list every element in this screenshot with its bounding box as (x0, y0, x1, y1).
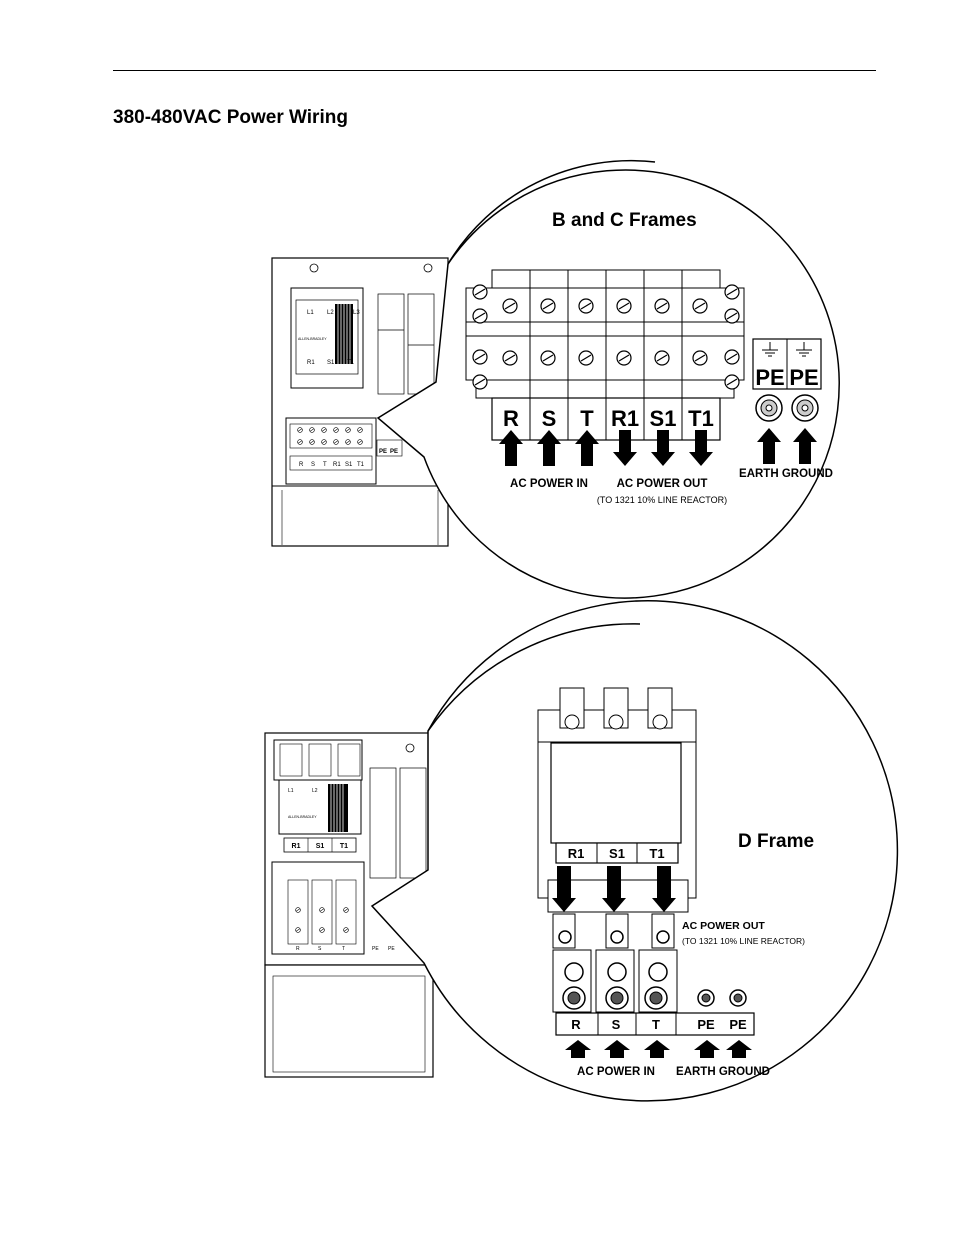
thumb-label: PE (379, 449, 387, 455)
earth-ground-label: EARTH GROUND (676, 1066, 770, 1078)
terminal-r-label: R (571, 1017, 581, 1032)
bc-pe-block: PE PE (752, 338, 822, 422)
terminal-s1-label: S1 (650, 406, 677, 431)
bc-frame-title: B and C Frames (552, 210, 697, 231)
terminal-r1-label: R1 (568, 846, 585, 861)
terminal-t-label: T (580, 406, 594, 431)
thumb-label: S1 (327, 360, 335, 366)
arrow-down-icon (613, 430, 637, 466)
thumb-label: L3 (353, 310, 360, 316)
thumb-brand: ALLEN-BRADLEY (298, 337, 327, 341)
thumb-label: T1 (340, 843, 348, 850)
arrow-down-icon (552, 866, 576, 912)
pe-label: PE (729, 1017, 747, 1032)
ac-power-out-label: AC POWER OUT (682, 920, 765, 932)
pe-label: PE (755, 365, 784, 390)
arrow-down-icon (689, 430, 713, 466)
ac-power-out-note: (TO 1321 10% LINE REACTOR) (682, 936, 805, 946)
thumb-label: S (311, 462, 315, 468)
ac-power-out-label: AC POWER OUT (617, 478, 708, 490)
ac-power-in-label: AC POWER IN (577, 1066, 655, 1078)
arrow-up-icon (565, 1040, 591, 1058)
thumb-label: R1 (292, 843, 301, 850)
terminal-r1-label: R1 (611, 406, 639, 431)
ac-power-out-note: (TO 1321 10% LINE REACTOR) (597, 495, 727, 505)
thumb-label: R (299, 462, 304, 468)
ground-icon (762, 342, 778, 357)
thumb-label: S1 (345, 462, 353, 468)
arrow-up-icon (694, 1040, 720, 1058)
terminal-s1-label: S1 (609, 846, 625, 861)
thumb-label: L2 (312, 788, 318, 794)
arrow-up-icon (757, 428, 781, 464)
thumb-label: PE (388, 946, 395, 952)
terminal-t-label: T (652, 1017, 660, 1032)
thumb-label: L1 (288, 788, 294, 794)
bc-terminal-block: R S T R1 S1 T1 (465, 269, 745, 441)
pe-label: PE (789, 365, 818, 390)
arrow-up-icon (726, 1040, 752, 1058)
thumb-label: R1 (307, 360, 315, 366)
thumb-label: L1 (307, 310, 314, 316)
arrow-up-icon (537, 430, 561, 466)
section-title: 380-480VAC Power Wiring (113, 107, 348, 128)
header-rule (113, 70, 876, 71)
thumb-label: T (342, 946, 345, 952)
ground-icon (796, 342, 812, 357)
d-frame-title: D Frame (738, 831, 814, 852)
thumb-label: PE (390, 449, 398, 455)
d-input-block: R S T PE PE (552, 949, 755, 1036)
terminal-s-label: S (612, 1017, 621, 1032)
d-output-lugs (552, 913, 675, 949)
thumb-label: S1 (316, 843, 325, 850)
terminal-t1-label: T1 (688, 406, 714, 431)
arrow-up-icon (793, 428, 817, 464)
arrow-down-icon (652, 866, 676, 912)
arrow-down-icon (651, 430, 675, 466)
thumb-label: PE (372, 946, 379, 952)
terminal-t1-label: T1 (649, 846, 664, 861)
earth-ground-label: EARTH GROUND (739, 468, 833, 480)
ac-power-in-label: AC POWER IN (510, 478, 588, 490)
thumb-brand: ALLEN-BRADLEY (288, 815, 317, 819)
arrow-up-icon (644, 1040, 670, 1058)
thumb-label: T1 (347, 360, 355, 366)
thumb-label: L2 (327, 310, 334, 316)
terminal-s-label: S (542, 406, 557, 431)
thumb-label: T (323, 462, 327, 468)
terminal-r-label: R (503, 406, 519, 431)
pe-label: PE (697, 1017, 715, 1032)
thumb-label: S (318, 946, 322, 952)
thumb-label: R1 (333, 462, 341, 468)
arrow-up-icon (575, 430, 599, 466)
arrow-down-icon (602, 866, 626, 912)
thumb-label: R (296, 946, 300, 952)
thumb-label: T1 (357, 462, 365, 468)
arrow-up-icon (499, 430, 523, 466)
arrow-up-icon (604, 1040, 630, 1058)
